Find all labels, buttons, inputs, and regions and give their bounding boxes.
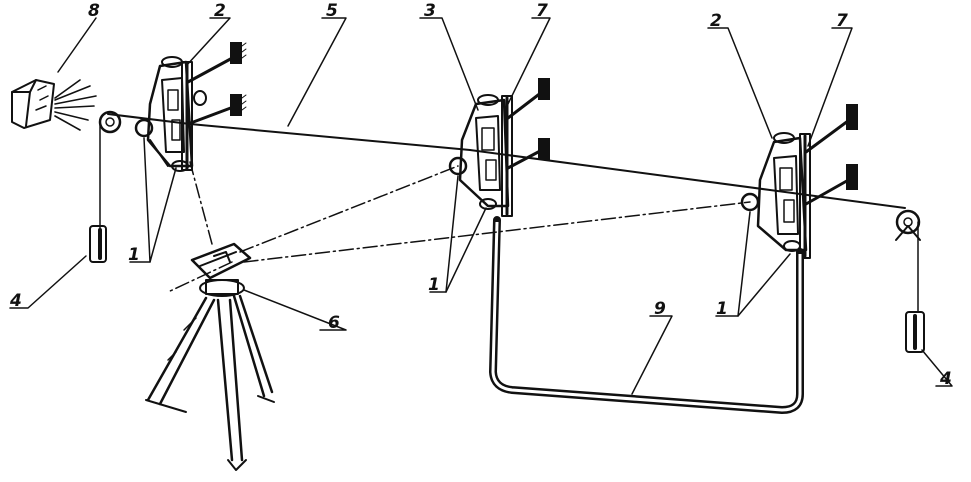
weight-right — [905, 311, 925, 353]
label-1-right: 1 — [716, 299, 728, 319]
light-source — [11, 79, 97, 131]
label-5: 5 — [326, 1, 338, 21]
target-right — [740, 192, 760, 212]
pulley-right — [895, 209, 921, 313]
level-instrument — [190, 242, 252, 297]
label-4-left: 4 — [9, 291, 22, 311]
bracket-left — [146, 56, 207, 172]
wall-arms-left — [186, 42, 247, 126]
label-1-mid: 1 — [428, 275, 440, 295]
leader-lines — [9, 17, 953, 395]
rule-right — [799, 133, 811, 259]
wall-arms-mid — [506, 78, 550, 170]
tripod — [145, 294, 275, 471]
tube — [489, 216, 804, 414]
label-2-left: 2 — [214, 1, 226, 21]
weight-left — [89, 225, 107, 263]
label-8: 8 — [88, 1, 100, 21]
label-2-right: 2 — [710, 11, 722, 31]
label-9: 9 — [654, 299, 666, 319]
target-mid — [448, 156, 468, 176]
wall-arms-right — [804, 104, 858, 206]
target-left — [134, 118, 154, 138]
sight-lines — [167, 161, 751, 293]
label-7-mid: 7 — [536, 1, 548, 21]
label-4-right: 4 — [939, 369, 952, 389]
label-1-left: 1 — [128, 245, 140, 265]
label-3: 3 — [424, 1, 436, 21]
pulley-left — [98, 110, 122, 229]
label-6: 6 — [328, 313, 340, 333]
bracket-mid — [458, 94, 510, 210]
light-rays — [54, 79, 97, 131]
label-7-right: 7 — [836, 11, 848, 31]
